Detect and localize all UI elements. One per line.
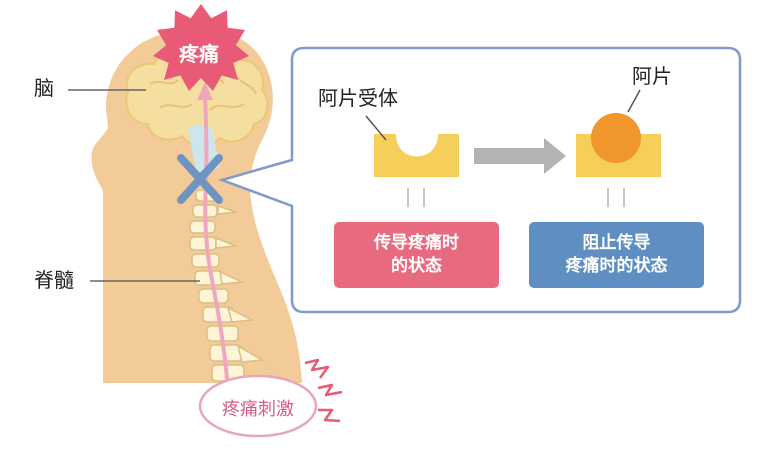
spinal-cord-label: 脊髓 bbox=[34, 268, 74, 292]
zigzag-marks bbox=[304, 358, 343, 423]
pain-signal-path bbox=[203, 95, 230, 393]
connector-bars bbox=[407, 188, 625, 207]
transition-arrow bbox=[474, 138, 566, 174]
receptor-label: 阿片受体 bbox=[318, 86, 398, 110]
pain-transmission-line2: 的状态 bbox=[391, 256, 442, 276]
opioid-leader-line bbox=[627, 89, 641, 113]
opioid-label: 阿片 bbox=[632, 64, 672, 88]
receptor-leader-line bbox=[365, 115, 387, 141]
pain-signal-arrowhead bbox=[197, 82, 213, 100]
brain-label: 脑 bbox=[34, 76, 54, 100]
stimulus-label: 疼痛刺激 bbox=[222, 399, 294, 420]
pain-transmission-box: 传导疼痛时 的状态 bbox=[334, 222, 499, 288]
opioid-molecule bbox=[591, 113, 641, 163]
pain-transmission-line1: 传导疼痛时 bbox=[374, 233, 459, 254]
pain-blocked-line2: 疼痛时的状态 bbox=[565, 256, 668, 276]
pain-star-icon bbox=[153, 4, 249, 91]
stimulus-oval bbox=[198, 374, 318, 438]
pain-blocked-box: 阻止传导 疼痛时的状态 bbox=[529, 222, 704, 288]
pain-blocked-line1: 阻止传导 bbox=[582, 233, 651, 254]
receptor-cup-empty bbox=[374, 134, 459, 177]
pain-label: 疼痛 bbox=[179, 42, 219, 66]
block-x-icon bbox=[177, 154, 223, 204]
vertebra-processes bbox=[215, 204, 265, 363]
